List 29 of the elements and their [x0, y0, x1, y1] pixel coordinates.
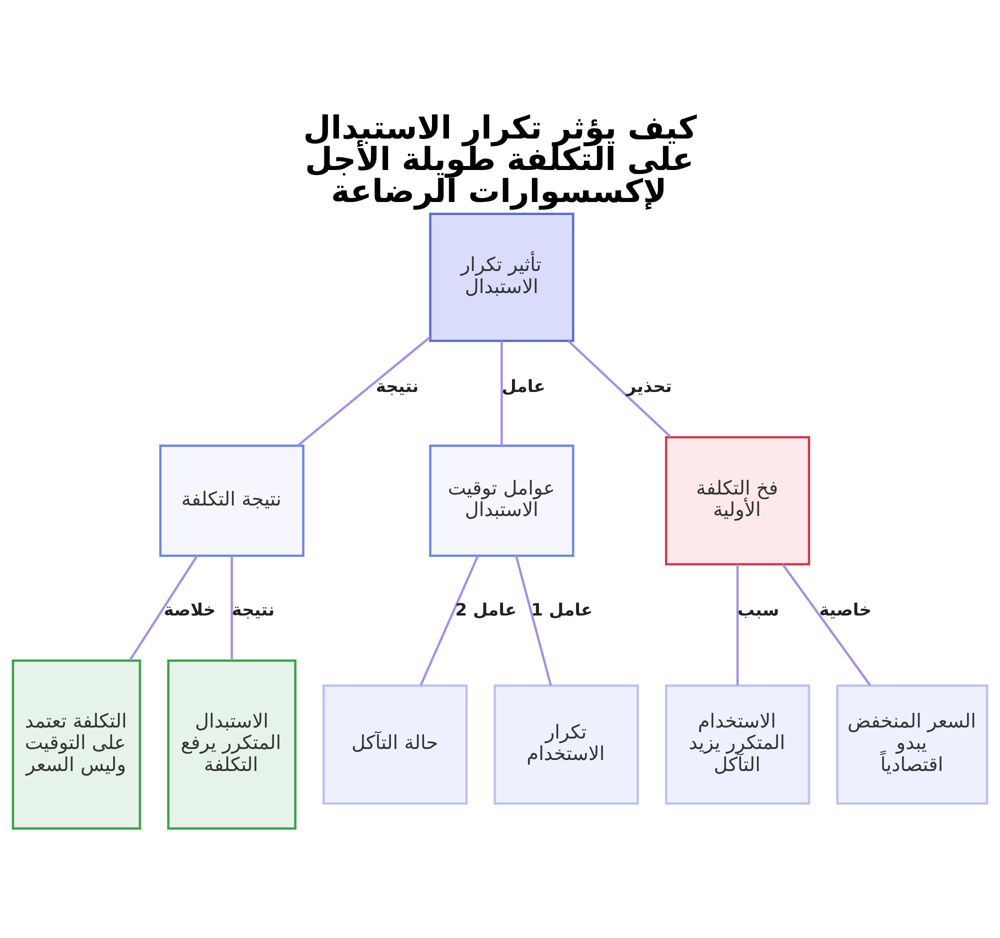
node-box: نتيجة التكلفة: [159, 444, 304, 557]
connector: [420, 555, 479, 686]
connector: [515, 556, 552, 686]
edge-label: عامل 2: [455, 600, 517, 620]
edge-label: سبب: [738, 600, 780, 620]
connector: [736, 564, 739, 686]
edge-label: خلاصة: [164, 600, 216, 620]
edge-label: نتيجة: [232, 600, 275, 620]
connector: [568, 340, 672, 438]
connector: [297, 336, 431, 446]
node-box: حالة التآكل: [322, 684, 468, 805]
node-box: تأثير تكرار الاستبدال: [429, 212, 574, 342]
node-box: تكرار الاستخدام: [494, 684, 639, 805]
node-box: السعر المنخفض يبدو اقتصادياً: [836, 684, 988, 805]
edge-label: عامل 1: [531, 600, 593, 620]
connector: [500, 340, 503, 446]
node-box: الاستبدال المتكرر يرفع التكلفة: [167, 660, 296, 830]
connector: [129, 555, 198, 661]
edge-label: خاصية: [819, 600, 872, 620]
node-box: عوامل توقيت الاستبدال: [429, 444, 574, 557]
connector: [782, 564, 872, 686]
edge-label: عامل: [502, 376, 546, 397]
edge-label: نتيجة: [376, 376, 419, 397]
node-box: الاستخدام المتكرر يزيد التآكل: [665, 684, 810, 805]
diagram-title: كيف يؤثر تكرار الاستبدال على التكلفة طويلة الأجل لإكسسوارات الرضاعة: [303, 110, 697, 210]
edge-label: تحذير: [626, 376, 672, 397]
node-box: فخ التكلفة الأولية: [665, 436, 810, 566]
connector: [230, 556, 233, 660]
node-box: التكلفة تعتمد على التوقيت وليس السعر: [12, 660, 142, 830]
